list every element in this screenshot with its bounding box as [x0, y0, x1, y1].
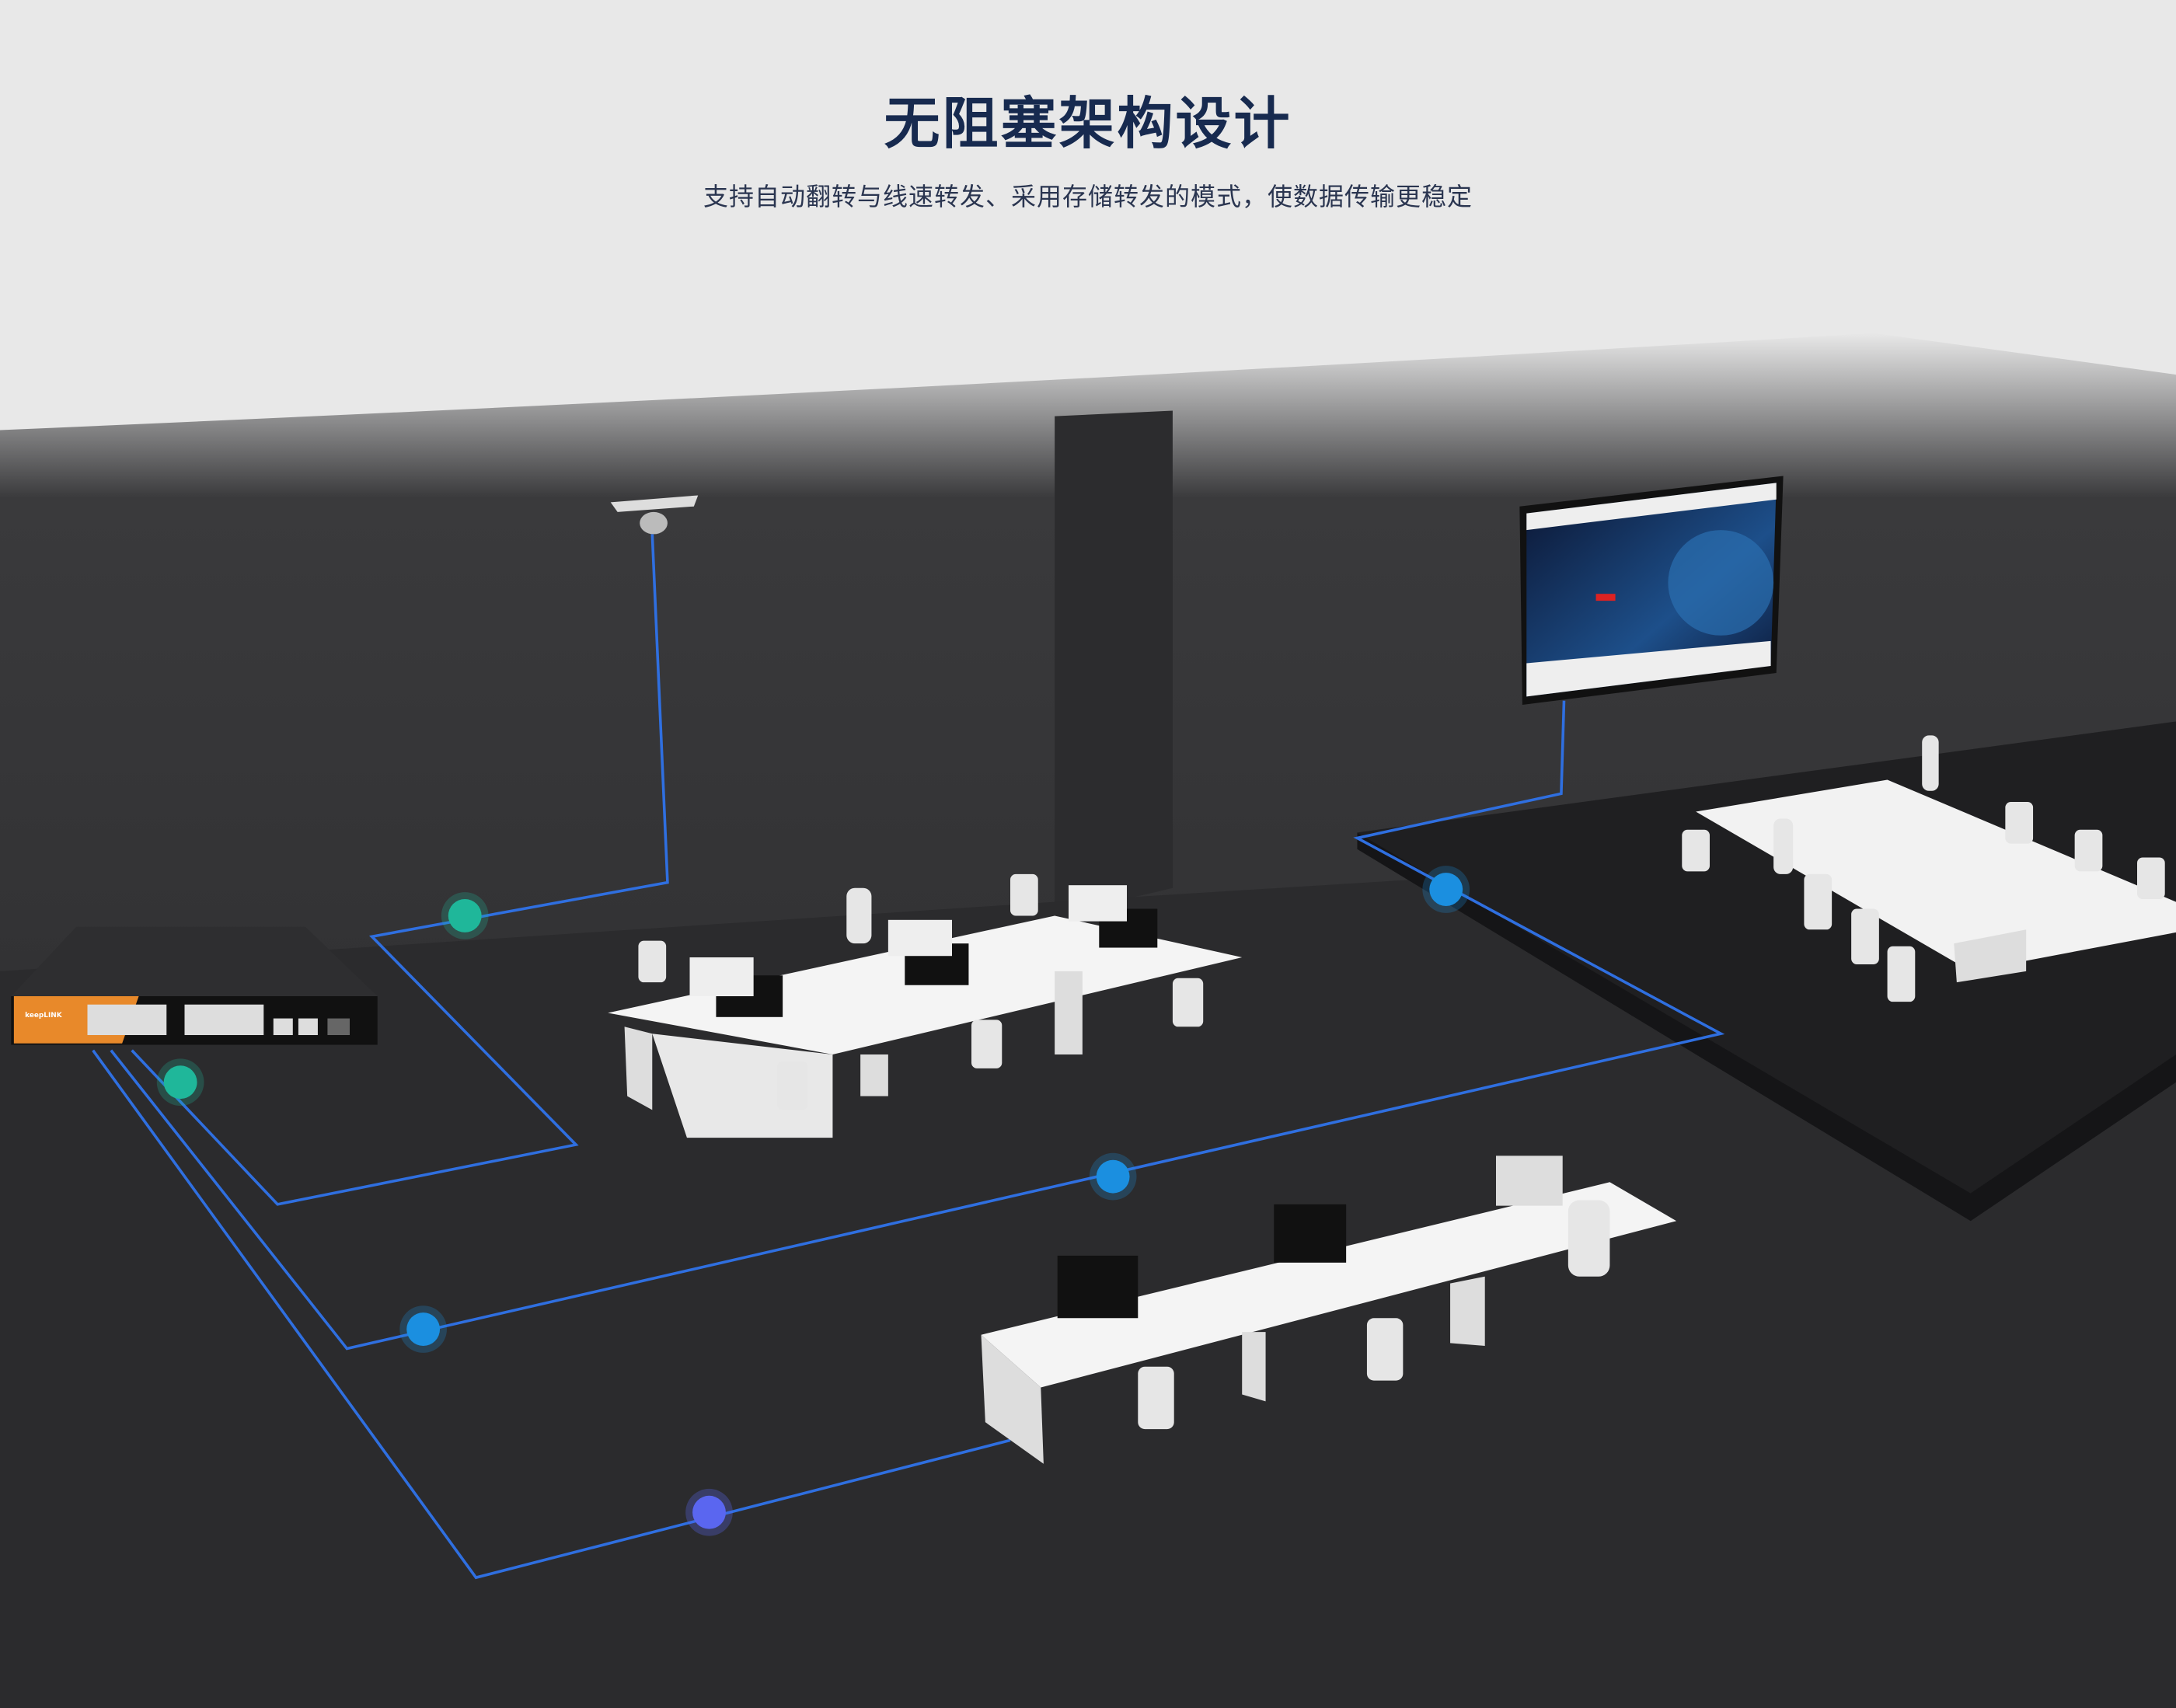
wall-display — [1519, 476, 1784, 706]
page-title: 无阻塞架构设计 — [884, 91, 1292, 156]
node-left — [399, 1305, 447, 1353]
partition-wall — [1055, 410, 1173, 916]
page-subtitle: 支持自动翻转与线速转发、采用存储转发的模式，使数据传输更稳定 — [703, 182, 1473, 211]
workstation-cluster-2 — [981, 1156, 1677, 1464]
node-meeting — [1422, 866, 1470, 913]
ceiling-camera — [610, 495, 699, 535]
node-mid — [1089, 1152, 1137, 1201]
meeting-table — [1682, 735, 2176, 1002]
switch-brand-label: keepLINK — [25, 1012, 63, 1020]
cable-workstations — [92, 1049, 1011, 1580]
workstation-cluster-1 — [608, 873, 1243, 1138]
cable-display — [110, 700, 1725, 1351]
network-cables — [92, 534, 1725, 1580]
connection-nodes — [156, 866, 1470, 1536]
node-camera — [441, 892, 489, 939]
network-switch: keepLINK — [11, 926, 378, 1045]
node-switch — [156, 1058, 204, 1107]
node-workstations — [685, 1488, 733, 1536]
cable-camera — [131, 534, 669, 1206]
